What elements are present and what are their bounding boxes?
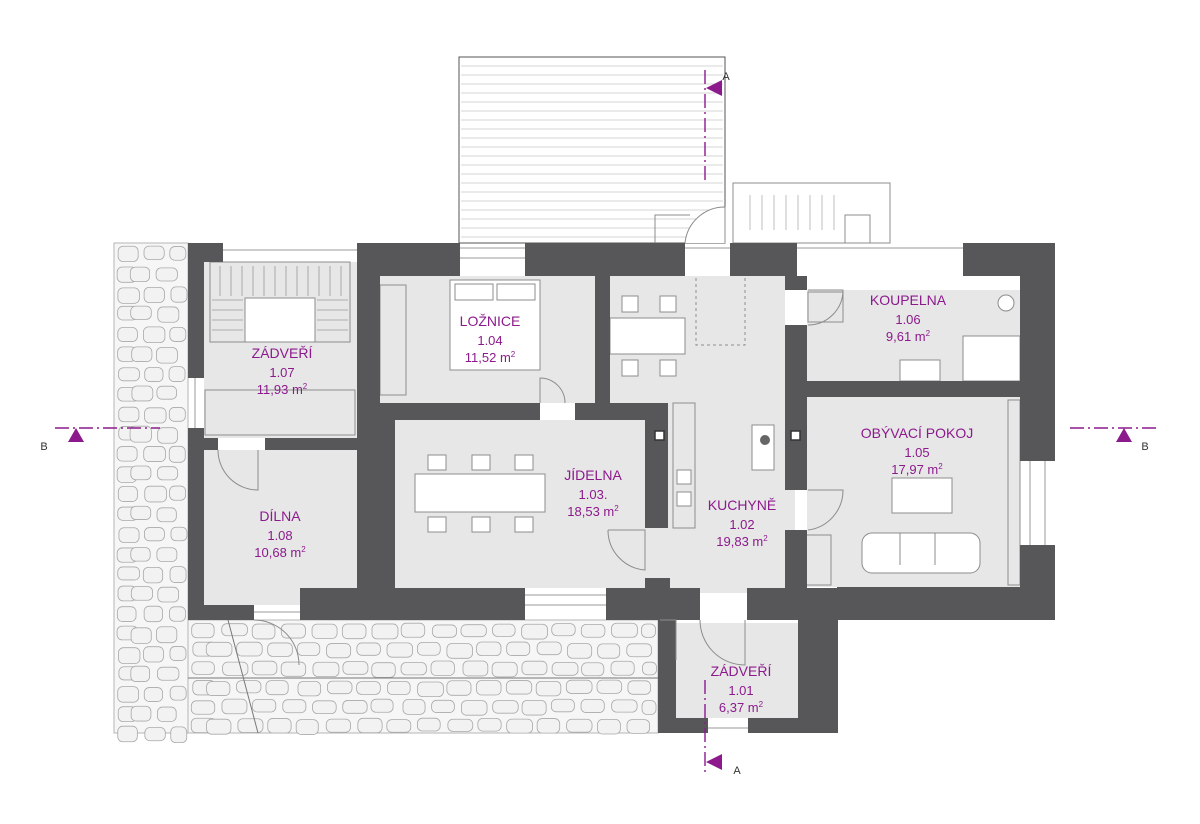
room-name: KUCHYNĚ [708, 497, 776, 513]
room-1-03: JÍDELNA 1.03. 18,53 m2 [564, 467, 622, 519]
section-a-bottom-marker [706, 754, 722, 770]
room-name: ZÁDVEŘÍ [252, 345, 313, 361]
room-area: 11,52 m2 [465, 350, 516, 365]
room-1-07: ZÁDVEŘÍ 1.07 11,93 m2 [252, 345, 313, 397]
room-number: 1.06 [895, 312, 920, 327]
sofa [861, 532, 981, 574]
walls [188, 243, 1055, 733]
room-area: 9,61 m2 [886, 329, 931, 344]
room-1-04: LOŽNICE 1.04 11,52 m2 [460, 313, 521, 365]
coffee-table [891, 477, 953, 514]
room-number: 1.04 [477, 333, 502, 348]
windows [194, 247, 1046, 729]
room-area: 10,68 m2 [254, 545, 306, 560]
room-number: 1.07 [269, 365, 294, 380]
room-number: 1.01 [728, 683, 753, 698]
section-a-top-marker [706, 80, 722, 96]
stone-paving [113, 242, 659, 744]
room-name: ZÁDVEŘÍ [711, 663, 772, 679]
stove [751, 424, 775, 471]
room-area: 17,97 m2 [891, 462, 943, 477]
furniture [204, 261, 1021, 586]
interior-stairs [209, 261, 351, 343]
room-area: 19,83 m2 [716, 534, 768, 549]
room-1-01: ZÁDVEŘÍ 1.01 6,37 m2 [711, 663, 772, 715]
section-a-top-label: A [722, 71, 730, 83]
section-b-left-label: B [40, 441, 47, 453]
outside-stairs [654, 182, 891, 244]
room-number: 1.05 [904, 445, 929, 460]
dining-table [414, 473, 546, 513]
room-name: LOŽNICE [460, 313, 521, 329]
section-b-right-marker [1116, 428, 1132, 442]
room-name: OBÝVACÍ POKOJ [861, 425, 974, 441]
room-number: 1.03. [579, 487, 608, 502]
section-b-left-marker [68, 428, 84, 442]
room-1-06: KOUPELNA 1.06 9,61 m2 [870, 292, 947, 344]
section-a-bottom-label: A [733, 765, 741, 777]
terrace-deck [458, 56, 726, 244]
kitchen-table [609, 317, 686, 355]
room-labels: ZÁDVEŘÍ 1.07 11,93 m2 DÍLNA 1.08 10,68 m… [252, 292, 974, 715]
kitchen-counter [672, 402, 696, 529]
room-name: DÍLNA [259, 508, 301, 524]
room-name: KOUPELNA [870, 292, 947, 308]
room-area: 18,53 m2 [567, 504, 619, 519]
section-lines: A A B B [40, 70, 1160, 777]
room-1-05: OBÝVACÍ POKOJ 1.05 17,97 m2 [861, 425, 974, 477]
bathtub [962, 335, 1021, 382]
room-name: JÍDELNA [564, 467, 622, 483]
section-b-right-label: B [1141, 441, 1148, 453]
room-1-02: KUCHYNĚ 1.02 19,83 m2 [708, 497, 776, 549]
room-number: 1.08 [267, 528, 292, 543]
doors [217, 206, 844, 666]
room-1-08: DÍLNA 1.08 10,68 m2 [254, 508, 306, 560]
room-area: 11,93 m2 [257, 382, 308, 397]
room-area: 6,37 m2 [719, 700, 764, 715]
toilet [997, 294, 1015, 312]
sink [899, 359, 941, 382]
room-number: 1.02 [729, 517, 754, 532]
